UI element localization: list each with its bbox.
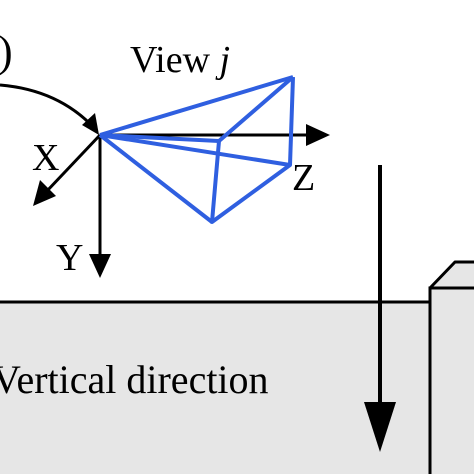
image-plane-outline — [210, 75, 295, 224]
paren-fragment: ) — [0, 27, 13, 76]
block-top — [428, 260, 474, 290]
curved-pointer-arrow — [0, 83, 98, 132]
curved-pointer-arrowhead — [82, 113, 99, 135]
frustum-edge-upper — [99, 133, 220, 143]
x-axis-label: X — [32, 137, 59, 179]
x-axis-arrowhead — [33, 180, 56, 206]
y-axis-label: Y — [56, 237, 83, 279]
view-label: View j — [130, 39, 230, 81]
z-axis-arrowhead — [306, 124, 330, 146]
z-axis-label: Z — [292, 157, 315, 199]
view-label-prefix: View — [130, 39, 220, 81]
block-front — [428, 286, 474, 474]
x-axis-line — [44, 133, 102, 194]
ground-label: Vertical direction — [0, 357, 269, 402]
frustum-edge-bottom — [98, 133, 214, 224]
camera-frustum — [98, 75, 295, 224]
frustum-edge-lower — [99, 133, 291, 167]
vertical-direction-arrowhead — [364, 402, 396, 452]
frustum-edge-top — [99, 75, 294, 137]
y-axis-arrowhead — [89, 254, 111, 278]
